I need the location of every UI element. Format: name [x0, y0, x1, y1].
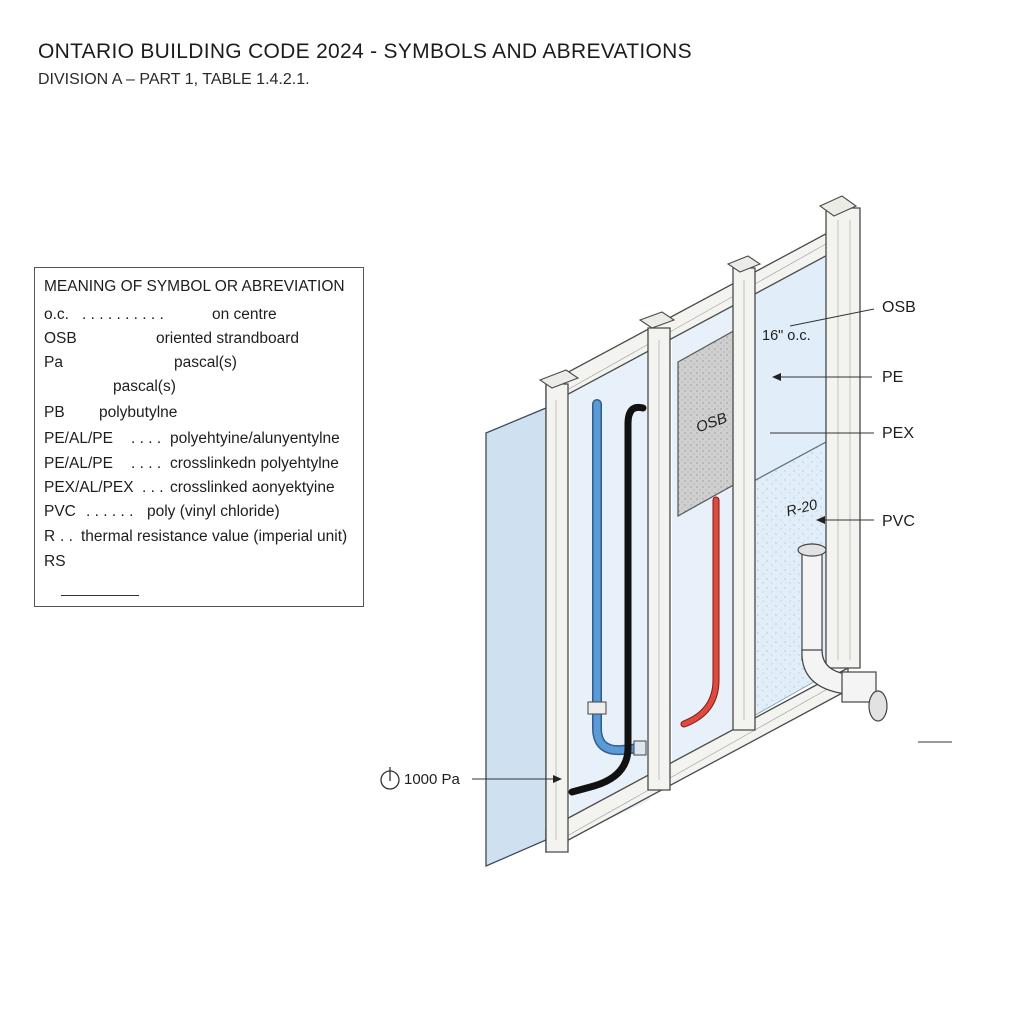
- page-subtitle: DIVISION A – PART 1, TABLE 1.4.2.1.: [38, 71, 310, 88]
- legend-symbol: PEX/AL/PEX: [44, 479, 134, 496]
- legend-meaning: oriented strandboard: [156, 330, 300, 347]
- pe-callout: PE: [882, 369, 903, 386]
- spacing-label: 16" o.c.: [762, 328, 811, 344]
- legend-blank-rule: [61, 595, 139, 596]
- legend-meaning: pascal(s): [174, 354, 237, 371]
- legend-symbol: PE/AL/PE: [44, 455, 113, 472]
- osb-callout: OSB: [882, 299, 916, 316]
- pipe-fitting: [633, 740, 647, 756]
- abbreviation-legend: MEANING OF SYMBOL OR ABREVIATION o.c. . …: [34, 267, 364, 607]
- stud: [726, 255, 762, 731]
- wall-cavity: [570, 340, 650, 838]
- legend-symbol: R: [44, 528, 56, 545]
- bottom-plate-grain: [559, 681, 841, 841]
- legend-symbol: PB: [44, 404, 65, 421]
- legend-leader: . . . .: [131, 455, 162, 472]
- top-plate-grain: [559, 235, 841, 395]
- pe-arrowhead: [772, 373, 781, 381]
- red-pipe-fill: [681, 497, 719, 727]
- blue-pipe-fill: [593, 400, 644, 754]
- pvc-callout: PVC: [882, 513, 915, 530]
- pipe-clip: [587, 701, 607, 715]
- legend-leader: . . . . . .: [86, 503, 134, 520]
- legend-leader: . .: [60, 528, 73, 545]
- legend-symbol: o.c.: [44, 306, 69, 323]
- legend-leader: . . .: [142, 479, 164, 496]
- stud: [638, 311, 676, 791]
- legend-meaning: crosslinkedn polyehtylne: [170, 455, 339, 472]
- insulation-edge: [751, 441, 827, 483]
- legend-meaning: poly (vinyl chloride): [147, 503, 280, 520]
- stud: [818, 195, 861, 669]
- legend-meaning: on centre: [212, 306, 277, 323]
- legend-meaning: polybutylne: [99, 404, 178, 421]
- legend-meaning: thermal resistance value (imperial unit): [81, 528, 348, 545]
- black-pipe: [568, 403, 647, 796]
- legend-meaning: crosslinked aonyektyine: [170, 479, 335, 496]
- pvc-arrowhead: [816, 516, 825, 524]
- legend-leader: . . . . . . . . . .: [82, 306, 164, 323]
- stud: [538, 369, 580, 853]
- legend-symbol: PVC: [44, 503, 76, 520]
- pressure-gauge-icon: [380, 767, 400, 790]
- insulation-label: R-20: [785, 497, 819, 520]
- sheathing-board: [485, 407, 547, 867]
- legend-leader: . . . .: [131, 430, 162, 447]
- osb-leader-line: [789, 308, 875, 327]
- osb-panel-texture: [678, 324, 746, 516]
- pressure-label: 1000 Pa: [404, 771, 461, 788]
- pressure-arrowhead: [553, 775, 562, 783]
- legend-symbol: Pa: [44, 354, 63, 371]
- pvc-pipe: [797, 543, 888, 722]
- legend-symbol: PE/AL/PE: [44, 430, 113, 447]
- legend-meaning: polyehtyine/alunyentylne: [170, 430, 340, 447]
- pex-callout: PEX: [882, 425, 914, 442]
- legend-symbol: OSB: [44, 330, 77, 347]
- legend-symbol: RS: [44, 553, 66, 570]
- legend-heading: MEANING OF SYMBOL OR ABREVIATION: [44, 278, 345, 295]
- legend-meaning: pascal(s): [113, 378, 176, 395]
- page-title: ONTARIO BUILDING CODE 2024 - SYMBOLS AND…: [38, 40, 692, 63]
